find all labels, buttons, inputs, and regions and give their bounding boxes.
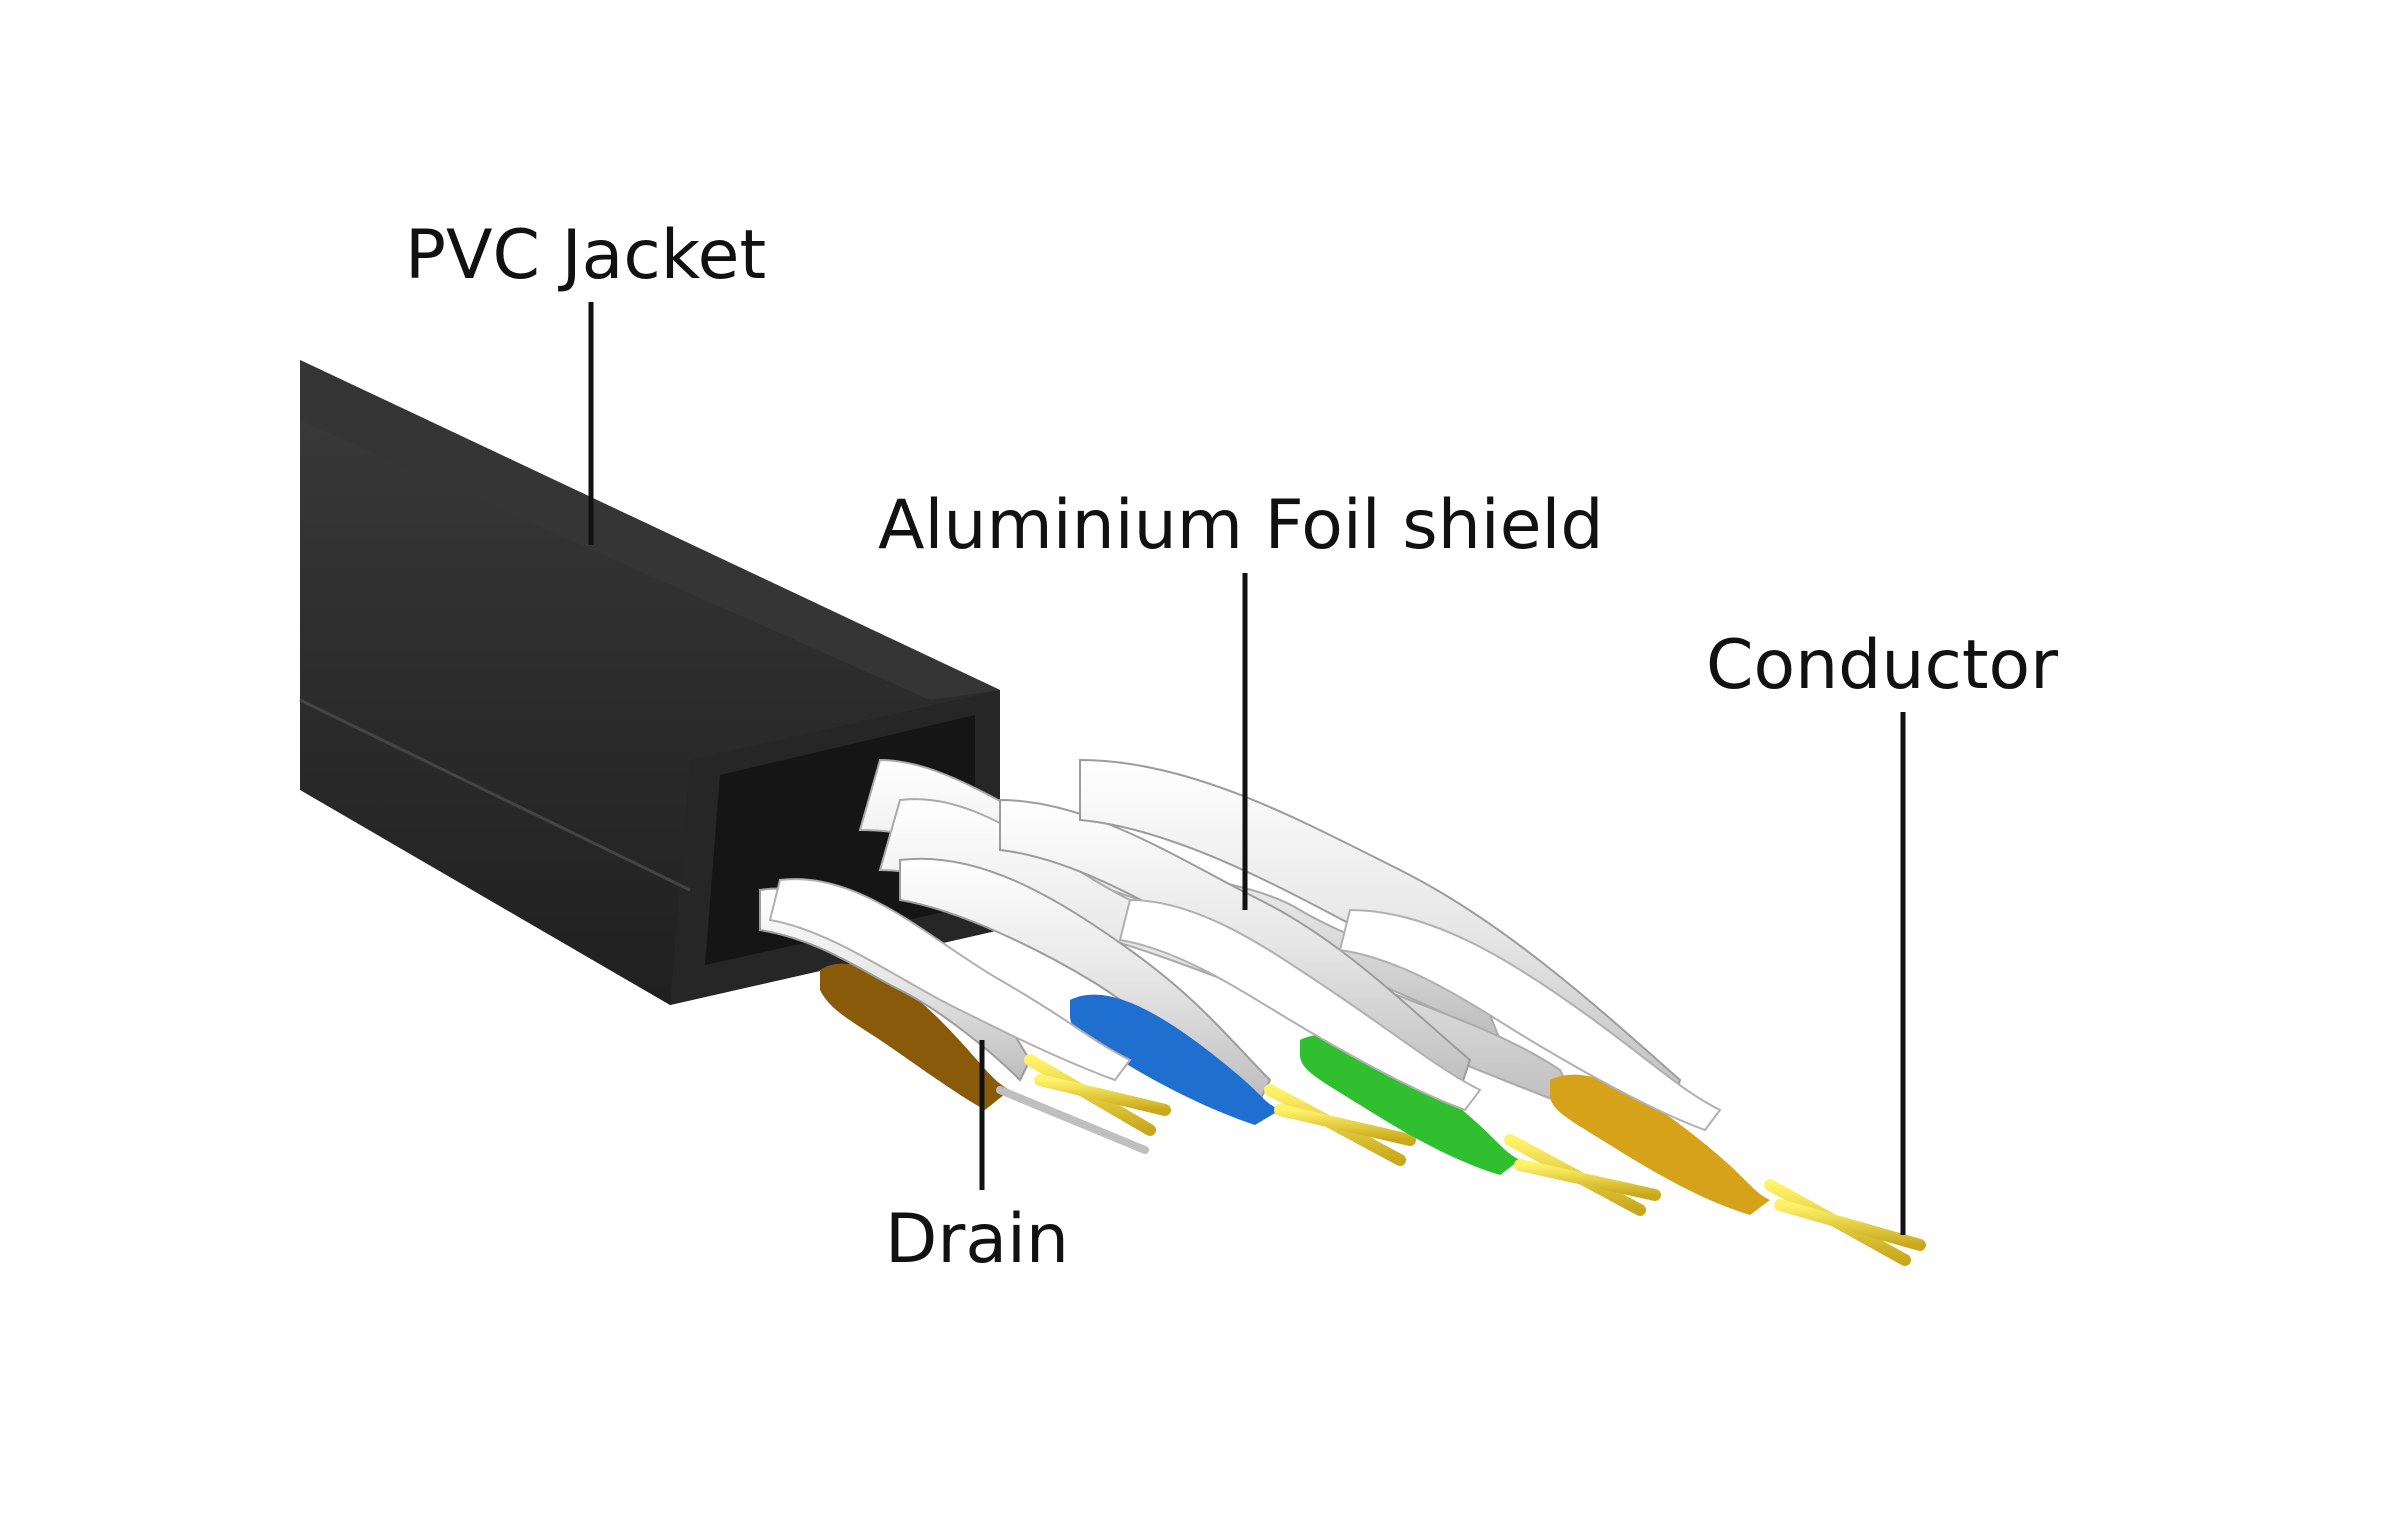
- foil-ribbon-front-3: [1338, 908, 1722, 1132]
- blue-pair-insulation: [1070, 994, 1280, 1125]
- brown-pair-wire-2: [1034, 1074, 1171, 1116]
- label-drain: Drain: [885, 1200, 1069, 1279]
- foil-ribbon-front: [768, 878, 1132, 1082]
- label-conductor: Conductor: [1706, 626, 2058, 705]
- callout-labels: PVC Jacket Aluminium Foil shield Conduct…: [405, 216, 2058, 1279]
- jacket-ridge: [299, 698, 691, 892]
- label-aluminium-foil-shield: Aluminium Foil shield: [878, 486, 1604, 565]
- twisted-pairs: [759, 758, 1926, 1266]
- pvc-jacket: [299, 360, 1000, 1005]
- blue-pair: [899, 857, 1416, 1166]
- label-pvc-jacket: PVC Jacket: [405, 216, 766, 295]
- jacket-top-surface: [300, 360, 1000, 700]
- green-pair-insulation: [1300, 1034, 1520, 1175]
- brown-pair-insulation: [820, 963, 1010, 1110]
- foil-ribbon-front-2: [1118, 898, 1482, 1112]
- orange-pair-insulation: [1550, 1074, 1770, 1215]
- blue-pair-wire-2: [1274, 1104, 1416, 1146]
- orange-pair-wire-2: [1774, 1199, 1926, 1251]
- green-pair-wire-2: [1514, 1159, 1661, 1201]
- leader-lines: [588, 302, 1906, 1235]
- drain-wire: [996, 1086, 1149, 1154]
